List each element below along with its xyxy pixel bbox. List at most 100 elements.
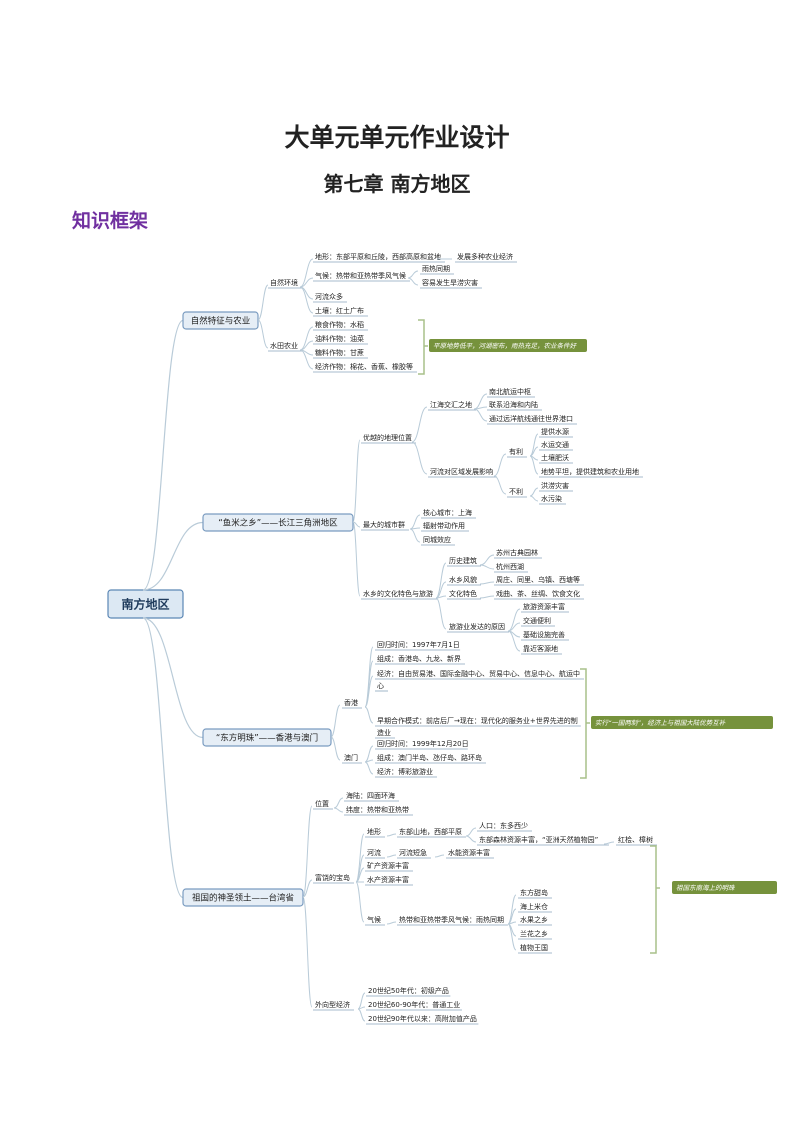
connector <box>142 617 184 899</box>
node-label: 辐射带动作用 <box>423 521 465 530</box>
summary-natural-box <box>429 339 587 352</box>
summary-hk-macao-box <box>591 716 773 729</box>
node-label: 经济：自由贸易港、国际金融中心、贸易中心、信息中心、航运中 <box>377 669 580 678</box>
node-label: 旅游业发达的原因 <box>449 622 505 631</box>
node-label: 基础设施完善 <box>523 630 565 639</box>
node-label: 水果之乡 <box>520 915 548 924</box>
node-label: 文化特色 <box>449 589 477 598</box>
node-label: 植物王国 <box>520 943 548 952</box>
node-label: 位置 <box>315 799 329 808</box>
node-label: 香港 <box>344 698 358 707</box>
node-label: 纬度：热带和亚热带 <box>346 805 409 814</box>
connector <box>299 349 314 370</box>
connector <box>364 675 374 708</box>
connector <box>479 581 495 585</box>
node-label: 旅游资源丰富 <box>523 602 565 611</box>
connector <box>302 805 313 898</box>
node-label: 经济作物：棉花、香蕉、橡胶等 <box>315 362 413 371</box>
connector <box>386 833 397 837</box>
connector <box>473 408 488 422</box>
root-node: 南方地区 <box>121 596 169 611</box>
connector <box>507 923 517 951</box>
node-label: 雨热同期 <box>422 264 450 273</box>
connector <box>142 521 204 591</box>
node-label: 地形：东部平原和丘陵，西部高原和盆地 <box>315 252 441 261</box>
node-label: 戏曲、茶、丝绸、饮食文化 <box>496 589 580 598</box>
node-label: 海陆：四面环海 <box>346 791 395 800</box>
connector <box>529 495 539 502</box>
node-label: 热带和亚热带季风气候：雨热同期 <box>399 915 504 924</box>
connector <box>479 564 495 570</box>
summary-bracket <box>580 668 587 779</box>
node-label: 澳门 <box>344 753 358 762</box>
connector <box>357 1008 366 1022</box>
connector <box>407 277 419 286</box>
node-label: 20世纪90年代以来：高附加值产品 <box>368 1014 477 1023</box>
node-label: 心 <box>377 682 384 690</box>
connector <box>299 277 314 288</box>
node-label: 外向型经济 <box>315 1000 350 1009</box>
connector <box>364 761 374 775</box>
node-label: 地势平坦，提供建筑和农业用地 <box>541 467 639 476</box>
node-label: 组成：香港岛、九龙、新界 <box>377 654 461 663</box>
node-label: 水能资源丰富 <box>448 848 490 857</box>
node-label: 水运交通 <box>541 440 569 449</box>
node-label: 南北航运中枢 <box>489 387 531 396</box>
node-label: 水污染 <box>541 494 562 503</box>
node-label: 东部山地，西部平原 <box>399 827 462 836</box>
connector <box>411 441 428 475</box>
connector <box>364 706 374 724</box>
connector <box>352 521 361 597</box>
connector <box>493 475 507 495</box>
document-title: 大单元单元作业设计 <box>284 123 510 152</box>
node-label: 经济：博彩旅游业 <box>377 767 433 776</box>
node-label: 有利 <box>509 447 523 456</box>
connector <box>409 528 421 543</box>
connector <box>386 921 397 925</box>
connector <box>507 630 521 652</box>
node-label: 东方甜岛 <box>520 888 548 897</box>
node-label: 联系沿海和内陆 <box>489 400 538 409</box>
node-label: 周庄、同里、乌镇、西塘等 <box>496 575 580 584</box>
node-label: 苏州古典园林 <box>496 548 538 557</box>
node-label: 交通便利 <box>523 616 551 625</box>
node-label: 江海交汇之地 <box>430 400 472 409</box>
connector <box>302 896 313 1008</box>
summary-natural: 平原地势低平，河湖密布，雨热充足，农业条件好 <box>433 342 578 350</box>
connector <box>333 797 344 809</box>
connector <box>299 326 314 351</box>
connector <box>479 554 495 566</box>
node-label: 靠近客源地 <box>523 644 558 653</box>
node-label: 杭州西湖 <box>496 562 524 571</box>
node-label: 河流短急 <box>399 848 427 857</box>
connector <box>529 433 539 457</box>
connector <box>493 453 507 477</box>
node-label: 组成：澳门半岛、氹仔岛、路环岛 <box>377 753 482 762</box>
node-label: 土壤：红土广布 <box>315 306 364 315</box>
section-heading: 知识框架 <box>72 210 149 232</box>
branch-taiwan: 祖国的神圣领土——台湾省 <box>192 893 295 904</box>
summary-bracket <box>418 319 425 375</box>
node-label: 同城效应 <box>423 535 451 544</box>
node-label: 糖料作物：甘蔗 <box>315 348 364 357</box>
node-label: 兰花之乡 <box>520 929 548 938</box>
connector <box>355 881 365 923</box>
connector <box>407 270 419 279</box>
node-label: 通过远洋航线通往世界港口 <box>489 414 573 423</box>
node-label: 洪涝灾害 <box>541 481 569 490</box>
node-label: 地形 <box>367 827 381 836</box>
node-label: 粮食作物：水稻 <box>315 320 364 329</box>
node-label: 20世纪60-90年代：普通工业 <box>368 1000 460 1009</box>
node-label: 油料作物：油菜 <box>315 334 364 343</box>
connector <box>302 879 313 898</box>
connector <box>333 807 344 813</box>
node-label: 早期合作模式：前店后厂→现在：现代化的服务业+世界先进的制 <box>377 716 578 725</box>
node-label: 回归时间：1997年7月1日 <box>377 640 460 649</box>
node-label: 自然环境 <box>270 278 298 287</box>
summary-taiwan-box <box>672 881 777 894</box>
branch-hongkong-macao: “东方明珠”——香港与澳门 <box>216 733 318 744</box>
connector <box>257 319 269 349</box>
node-label: 历史建筑 <box>449 556 477 565</box>
connector <box>465 835 477 843</box>
node-label: 不利 <box>509 487 523 496</box>
